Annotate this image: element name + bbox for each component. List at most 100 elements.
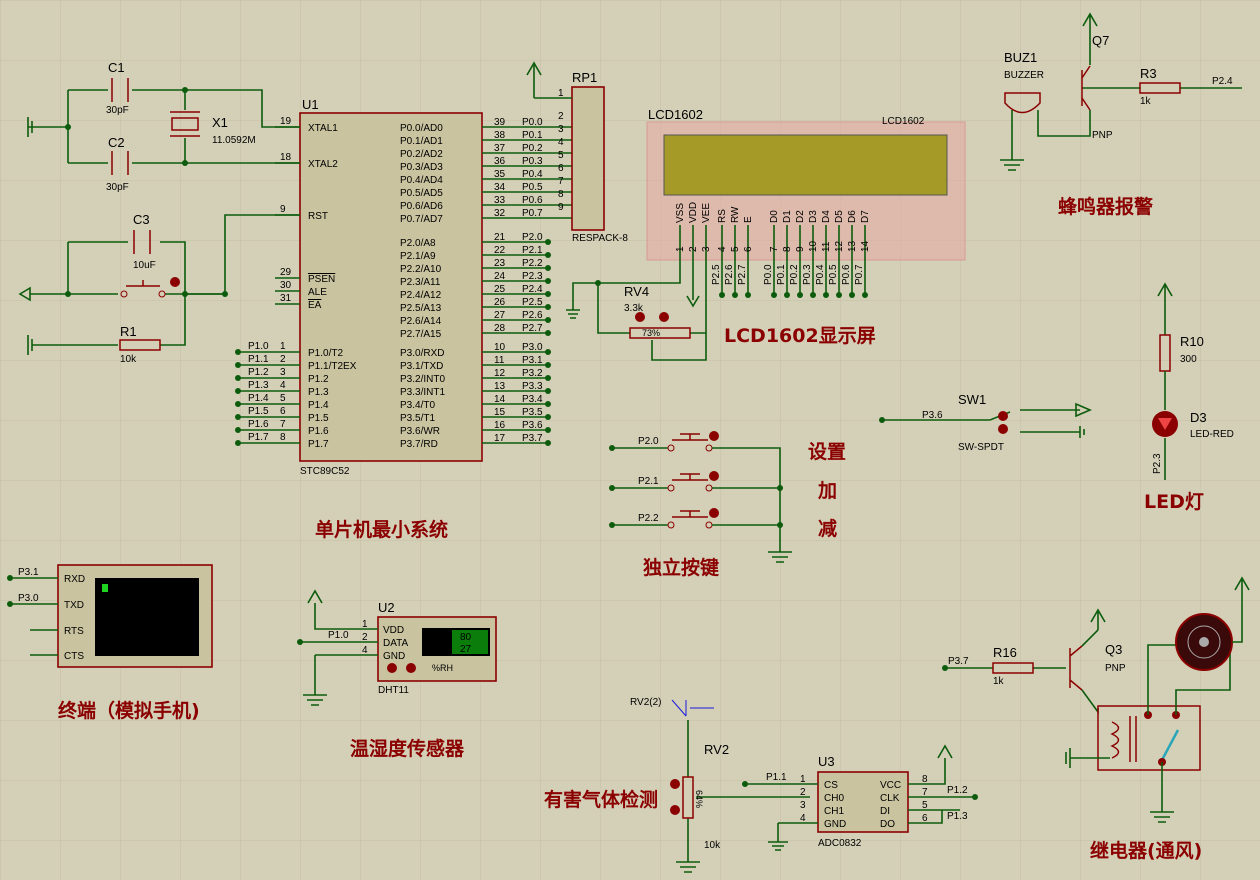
mcu-right-label: P2.1/A9 [400, 251, 436, 262]
label-keys: 独立按键 [643, 556, 719, 579]
lcd-pin-label: RW [730, 206, 741, 223]
rv4-ref: RV4 [624, 284, 649, 299]
mcu-right-net: P3.6 [522, 420, 543, 431]
lcd-pin-num: 1 [675, 246, 686, 252]
mcu-left-label: P1.5 [308, 413, 329, 424]
mcu-right-label: P2.0/A8 [400, 238, 436, 249]
rp1-pin-num: 3 [558, 124, 564, 135]
lcd-pin-net: P2.6 [724, 264, 735, 285]
mcu-left-label: P1.2 [308, 374, 329, 385]
lcd-pin-net: P0.3 [802, 264, 813, 285]
mcu-left-label: XTAL1 [308, 123, 338, 134]
mcu-left-net: P1.4 [248, 393, 269, 404]
mcu-left-net: P1.1 [248, 354, 269, 365]
terminal-pin-txd: TXD [64, 600, 84, 611]
mcu-left-label: P1.7 [308, 439, 329, 450]
mcu-right-num: 15 [494, 407, 506, 418]
key-buttons[interactable]: P2.0P2.1P2.2 [609, 431, 792, 563]
mcu-right-net: P2.2 [522, 258, 543, 269]
reset-circuit: C3 10uF R1 10k [18, 212, 300, 365]
mcu-left-label: RST [308, 211, 328, 222]
mcu-left-label: ALE [308, 287, 327, 298]
mcu-right-label: P0.5/AD5 [400, 188, 443, 199]
adc-left-num: 1 [800, 774, 806, 785]
lcd-pin-num: 13 [847, 240, 858, 252]
mcu-right-net: P0.0 [522, 117, 543, 128]
c3-ref: C3 [133, 212, 150, 227]
lcd-pin-num: 7 [769, 246, 780, 252]
mcu-right-num: 10 [494, 342, 506, 353]
virtual-terminal[interactable]: RXD TXD RTS CTS P3.1 P3.0 [7, 564, 213, 668]
lcd-pin-label: D6 [847, 210, 858, 223]
dht11-sensor[interactable]: 80 27 > %RH VDD DATA GND 1 2 4 P1.0 U2 D… [297, 589, 497, 706]
relay-fan-circuit[interactable]: P3.7 R16 1k Q3 PNP [942, 576, 1250, 823]
adc-right-label: CLK [880, 793, 900, 804]
mcu-left-net: P1.6 [248, 419, 269, 430]
label-terminal: 终端（模拟手机) [58, 699, 200, 722]
mcu-right-net: P3.4 [522, 394, 543, 405]
mcu-right-net: P3.5 [522, 407, 543, 418]
lcd-pin-num: 6 [743, 246, 754, 252]
mcu-right-net: P2.4 [522, 284, 543, 295]
lcd-pin-num: 10 [808, 240, 819, 252]
key-net: P2.0 [638, 436, 659, 447]
u3-ref: U3 [818, 754, 835, 769]
mcu-left-net: P1.7 [248, 432, 269, 443]
mcu-right-net: P2.6 [522, 310, 543, 321]
mcu-left-net: P1.5 [248, 406, 269, 417]
adc-left-num: 2 [800, 787, 806, 798]
mcu-right-label: P2.6/A14 [400, 316, 442, 327]
label-gas: 有害气体检测 [544, 788, 658, 811]
mcu-right-net: P0.1 [522, 130, 543, 141]
key-net: P2.2 [638, 513, 659, 524]
mcu-right-num: 35 [494, 169, 506, 180]
led-circuit[interactable]: R10 300 D3 LED-RED P2.3 [1152, 282, 1234, 480]
lcd-ref: LCD1602 [648, 107, 703, 122]
mcu-right-net: P0.4 [522, 169, 543, 180]
q3-type: PNP [1105, 663, 1126, 674]
rv2-value: 10k [704, 840, 721, 851]
mcu-right-net: P2.0 [522, 232, 543, 243]
mcu-right-net: P0.3 [522, 156, 543, 167]
gas-sensor-rv2[interactable]: RV2(2) 64% RV2 10k [630, 697, 810, 873]
lcd-display[interactable]: LCD1602 LCD1602 VSS1VDD2VEE3RS4P2.5RW5P2… [566, 107, 966, 361]
x1-ref: X1 [212, 115, 228, 130]
buzzer-circuit[interactable]: BUZ1 BUZZER Q7 PNP R3 1k P2.4 [1000, 12, 1242, 171]
dht-num-4: 4 [362, 645, 368, 656]
mcu-right-num: 26 [494, 297, 506, 308]
lcd-pin-num: 3 [701, 246, 712, 252]
dht-pin-data: DATA [383, 638, 409, 649]
adc-left-label: GND [824, 819, 846, 830]
mcu-left-num: 29 [280, 267, 292, 278]
terminal-pin-rxd: RXD [64, 574, 85, 585]
switch-sw1[interactable]: SW1 SW-SPDT P3.6 [879, 392, 1093, 453]
mcu-right-net: P0.2 [522, 143, 543, 154]
rv2-percent: 64% [694, 790, 704, 808]
r1-value: 10k [120, 354, 137, 365]
mcu-right-num: 17 [494, 433, 506, 444]
mcu-u1[interactable]: U1 STC89C52 19XTAL118XTAL29RST29PSEN30AL… [235, 97, 572, 477]
mcu-right-label: P3.7/RD [400, 439, 438, 450]
mcu-right-num: 16 [494, 420, 506, 431]
u1-part: STC89C52 [300, 466, 350, 477]
mcu-right-label: P3.2/INT0 [400, 374, 445, 385]
adc-u3[interactable]: U3 ADC0832 CS1VCC8CH02CLK7CH13DI5GND4DO6… [742, 744, 978, 851]
u1-ref: U1 [302, 97, 319, 112]
mcu-right-net: P3.2 [522, 368, 543, 379]
terminal-net-rxd: P3.1 [18, 567, 39, 578]
mcu-right-label: P0.6/AD6 [400, 201, 443, 212]
lcd-pin-label: D4 [821, 210, 832, 223]
mcu-left-label: PSEN [308, 274, 335, 285]
lcd-pin-label: D3 [808, 210, 819, 223]
lcd-pins: VSS1VDD2VEE3RS4P2.5RW5P2.6E6P2.7D07P0.0D… [675, 202, 871, 298]
lcd-pin-label: VEE [701, 203, 712, 223]
lcd-pin-num: 8 [782, 246, 793, 252]
mcu-left-num: 3 [280, 367, 286, 378]
rp1-pin-num: 1 [558, 88, 564, 99]
lcd-pin-num: 12 [834, 240, 845, 252]
